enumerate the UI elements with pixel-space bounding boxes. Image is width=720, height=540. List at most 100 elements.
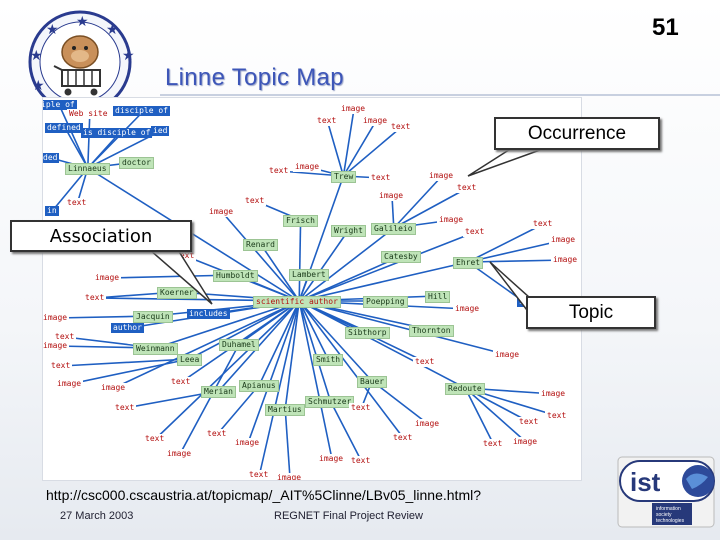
map-node-occ[interactable]: image bbox=[93, 273, 122, 283]
map-node-occ[interactable]: image bbox=[493, 350, 522, 360]
map-node-occ[interactable]: text bbox=[65, 198, 89, 208]
map-node-occ[interactable]: image bbox=[549, 235, 578, 245]
footer-date: 27 March 2003 bbox=[60, 510, 134, 522]
map-node-topic[interactable]: Apianus bbox=[239, 380, 279, 392]
map-node-topic[interactable]: Galileio bbox=[371, 223, 416, 235]
map-node-topic[interactable]: Trew bbox=[331, 171, 357, 183]
map-node-occ[interactable]: image bbox=[207, 207, 236, 217]
map-node-occ[interactable]: image bbox=[453, 304, 482, 314]
map-node-occ[interactable]: text bbox=[389, 122, 413, 132]
map-node-occ[interactable]: text bbox=[173, 251, 197, 261]
map-edge bbox=[467, 239, 565, 263]
map-node-occ[interactable]: text bbox=[369, 173, 393, 183]
map-node-occ[interactable]: image bbox=[551, 255, 580, 265]
map-edge bbox=[87, 110, 145, 169]
map-node-assoc[interactable]: includes bbox=[187, 309, 230, 319]
map-node-topic[interactable]: Koerner bbox=[157, 287, 197, 299]
map-node-assoc[interactable]: author bbox=[111, 323, 144, 333]
map-node-assoc[interactable]: disciple of bbox=[113, 106, 170, 116]
map-node-topic[interactable]: Schmutzer bbox=[305, 396, 355, 408]
map-node-occ[interactable]: image bbox=[437, 215, 466, 225]
map-node-occ[interactable]: text bbox=[83, 293, 107, 303]
map-node-topic[interactable]: Hill bbox=[425, 291, 451, 303]
map-node-occ[interactable]: text bbox=[455, 183, 479, 193]
map-node-topic[interactable]: Martius bbox=[265, 404, 305, 416]
title-rule bbox=[160, 94, 720, 96]
map-node-assoc[interactable]: defined bbox=[45, 123, 83, 133]
map-node-occ[interactable]: text bbox=[53, 332, 77, 342]
map-node-occ[interactable]: image bbox=[55, 379, 84, 389]
map-node-occ[interactable]: image bbox=[511, 437, 540, 447]
map-node-occ[interactable]: image bbox=[275, 473, 304, 481]
map-node-assoc[interactable]: ded bbox=[43, 153, 60, 163]
map-node-center[interactable]: scientific author bbox=[253, 296, 341, 308]
map-node-topic[interactable]: doctor bbox=[119, 157, 154, 169]
map-node-topic[interactable]: Lambert bbox=[289, 269, 329, 281]
map-node-topic[interactable]: Jacquin bbox=[133, 311, 173, 323]
map-node-occ[interactable]: text bbox=[349, 456, 373, 466]
map-edge bbox=[189, 300, 300, 360]
map-node-occ[interactable]: image bbox=[99, 383, 128, 393]
map-node-occ[interactable]: text bbox=[49, 361, 73, 371]
map-node-occ[interactable]: image bbox=[233, 438, 262, 448]
map-node-topic[interactable]: Ehret bbox=[453, 257, 484, 269]
map-node-occ[interactable]: image bbox=[427, 171, 456, 181]
slide-number: 51 bbox=[652, 14, 679, 41]
map-node-occ[interactable]: image bbox=[165, 449, 194, 459]
topic-callout: Topic bbox=[526, 296, 656, 329]
map-edge bbox=[87, 167, 300, 302]
map-node-occ[interactable]: image bbox=[339, 104, 368, 114]
map-node-topic[interactable]: Redoute bbox=[445, 383, 485, 395]
map-node-topic[interactable]: Weinmann bbox=[133, 343, 178, 355]
map-node-occ[interactable]: image bbox=[43, 341, 70, 351]
map-node-occ[interactable]: image bbox=[361, 116, 390, 126]
map-node-topic[interactable]: Duhamel bbox=[219, 339, 259, 351]
map-node-assoc[interactable]: in bbox=[45, 206, 59, 216]
map-node-occ[interactable]: image bbox=[293, 162, 322, 172]
footer-event: REGNET Final Project Review bbox=[274, 510, 423, 522]
map-node-topic[interactable]: Leea bbox=[177, 354, 203, 366]
map-node-occ[interactable]: text bbox=[545, 411, 569, 421]
map-node-occ[interactable]: text bbox=[143, 434, 167, 444]
map-node-assoc[interactable]: is disciple of bbox=[81, 128, 153, 138]
map-node-occ[interactable]: text bbox=[463, 227, 487, 237]
map-node-occ[interactable]: text bbox=[531, 219, 555, 229]
map-edge bbox=[247, 300, 300, 444]
map-node-topic[interactable]: Smith bbox=[313, 354, 344, 366]
map-node-occ[interactable]: text bbox=[243, 196, 267, 206]
map-node-topic[interactable]: Merian bbox=[201, 386, 236, 398]
map-node-occ[interactable]: text bbox=[267, 166, 291, 176]
map-node-occ[interactable]: text bbox=[517, 417, 541, 427]
map-node-topic[interactable]: Linnaeus bbox=[65, 163, 110, 175]
map-edge bbox=[464, 387, 527, 443]
map-node-occ[interactable]: image bbox=[317, 454, 346, 464]
map-node-occ[interactable]: text bbox=[349, 403, 373, 413]
map-node-occ[interactable]: text bbox=[315, 116, 339, 126]
map-node-occ[interactable]: text bbox=[169, 377, 193, 387]
map-node-topic[interactable]: Wright bbox=[331, 225, 366, 237]
map-node-topic[interactable]: Poepping bbox=[363, 296, 408, 308]
map-node-topic[interactable]: Bauer bbox=[357, 376, 388, 388]
map-node-occ[interactable]: Web site bbox=[67, 109, 110, 119]
ist-subtext-2: society bbox=[656, 512, 672, 518]
map-node-occ[interactable]: text bbox=[113, 403, 137, 413]
map-node-occ[interactable]: text bbox=[391, 433, 415, 443]
map-node-occ[interactable]: text bbox=[481, 439, 505, 449]
map-node-occ[interactable]: image bbox=[413, 419, 442, 429]
map-node-occ[interactable]: text bbox=[247, 470, 271, 480]
map-node-occ[interactable]: text bbox=[205, 429, 229, 439]
map-node-topic[interactable]: Frisch bbox=[283, 215, 318, 227]
map-edge bbox=[298, 300, 332, 402]
map-node-topic[interactable]: Thornton bbox=[409, 325, 454, 337]
map-node-occ[interactable]: image bbox=[43, 313, 70, 323]
map-node-topic[interactable]: Sibthorp bbox=[345, 327, 390, 339]
map-node-occ[interactable]: text bbox=[413, 357, 437, 367]
map-node-assoc[interactable]: ied bbox=[151, 126, 170, 136]
map-node-occ[interactable]: image bbox=[539, 389, 568, 399]
map-node-topic[interactable]: Humboldt bbox=[213, 270, 258, 282]
map-node-assoc[interactable]: iple of bbox=[43, 100, 77, 110]
map-node-occ[interactable]: image bbox=[377, 191, 406, 201]
map-node-topic[interactable]: Renard bbox=[243, 239, 278, 251]
map-node-topic[interactable]: Catesby bbox=[381, 251, 421, 263]
